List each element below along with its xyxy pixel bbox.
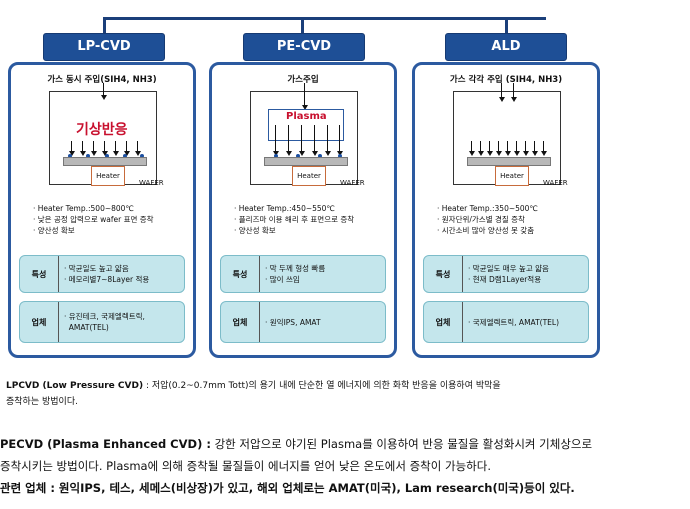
trait-item: · 현재 D램1Layer적용 [468, 275, 542, 284]
particle [123, 154, 127, 158]
tab-ald: ALD [445, 33, 567, 61]
connector-left [103, 17, 106, 34]
trait-item: · 막균일도 높고 얇음 [64, 264, 129, 273]
particle [318, 154, 322, 158]
spec-item: · 시간소비 많아 양산성 못 갖춤 [437, 226, 535, 235]
vendors-box: 업체 · 원익IPS, AMAT [220, 301, 386, 343]
connector-mid [301, 17, 304, 34]
spec-item: · 플리즈마 이용 해리 후 표면으로 증착 [234, 215, 355, 224]
heater: Heater [495, 166, 529, 186]
traits-box: 특성 · 막균일도 매우 높고 얇음 · 현재 D램1Layer적용 [423, 255, 589, 293]
chamber-label-gas-reaction: 기상반응 [76, 122, 128, 138]
spec-list: · Heater Temp.:450~550℃ · 플리즈마 이용 해리 후 표… [234, 203, 354, 236]
lpcvd-caption: LPCVD (Low Pressure CVD) : 저압(0.2~0.7mm … [6, 378, 501, 410]
spec-item: · Heater Temp.:450~550℃ [234, 204, 335, 213]
inlet-arrow [301, 83, 308, 110]
chamber-label-plasma: Plasma [286, 111, 327, 122]
vendors-heading: 업체 [221, 302, 260, 342]
spec-item: · 낮은 공정 압력으로 wafer 표면 증착 [33, 215, 154, 224]
spec-list: · Heater Temp.:350~500℃ · 원자단위/가스별 경질 증착… [437, 203, 538, 236]
vendor-item: · 국제엘렉트릭, AMAT(TEL) [468, 317, 560, 327]
particle [274, 154, 278, 158]
inlet-arrow [510, 83, 517, 102]
trait-item: · 막 두께 형성 빠름 [265, 264, 326, 273]
particle [68, 154, 72, 158]
vendor-item: · 원익IPS, AMAT [265, 317, 321, 327]
heater: Heater [91, 166, 125, 186]
particle [338, 154, 342, 158]
heater: Heater [292, 166, 326, 186]
spec-list: · Heater Temp.:500~800℃ · 낮은 공정 압력으로 waf… [33, 203, 154, 236]
plasma-box [268, 109, 344, 141]
panel-pe-cvd: 가스주입 Plasma Heater WAFER · Heater Temp.:… [209, 62, 397, 358]
particle [105, 154, 109, 158]
wafer-label: WAFER [139, 179, 164, 187]
gas-inlet-label: 가스주입 [287, 75, 319, 85]
inlet-arrow [498, 83, 505, 102]
panel-ald: 가스 각각 주입 (SIH4, NH3) Heater WAFER · Heat… [412, 62, 600, 358]
gas-inlet-label: 가스 각각 주입 (SIH4, NH3) [449, 75, 563, 85]
spec-item: · 양산성 확보 [234, 226, 276, 235]
wafer-label: WAFER [340, 179, 365, 187]
connector-right [505, 17, 508, 34]
description-text: 증착시키는 방법이다. Plasma에 의해 증착될 물질들이 에너지를 얻어 … [0, 459, 491, 473]
particle [140, 154, 144, 158]
caption-text: 증착하는 방법이다. [6, 397, 78, 407]
wafer [467, 157, 551, 166]
spec-item: · 원자단위/가스별 경질 증착 [437, 215, 525, 224]
vendors-box: 업체 · 유진테크, 국제엘렉트릭, AMAT(TEL) [19, 301, 185, 343]
related-companies: 관련 업체 : 원익IPS, 테스, 세메스(비상장)가 있고, 해외 업체로는… [0, 481, 575, 495]
vendors-heading: 업체 [20, 302, 59, 342]
pecvd-description: PECVD (Plasma Enhanced CVD) : 강한 저압으로 야기… [0, 433, 592, 499]
gas-inlet-label: 가스 동시 주입(SIH4, NH3) [47, 75, 157, 85]
wafer [63, 157, 147, 166]
traits-heading: 특성 [424, 256, 463, 292]
spec-item: · 양산성 확보 [33, 226, 75, 235]
traits-heading: 특성 [221, 256, 260, 292]
trait-item: · 메모리별7~8Layer 적용 [64, 275, 150, 284]
tab-pe-cvd: PE-CVD [243, 33, 365, 61]
trait-item: · 많이 쓰임 [265, 275, 300, 284]
wafer [264, 157, 348, 166]
panel-lp-cvd: 가스 동시 주입(SIH4, NH3) 기상반응 Heater WAFER · … [8, 62, 196, 358]
trait-item: · 막균일도 매우 높고 얇음 [468, 264, 549, 273]
traits-box: 특성 · 막균일도 높고 얇음 · 메모리별7~8Layer 적용 [19, 255, 185, 293]
traits-box: 특성 · 막 두께 형성 빠름 · 많이 쓰임 [220, 255, 386, 293]
spec-item: · Heater Temp.:500~800℃ [33, 204, 134, 213]
inlet-arrow [100, 83, 107, 100]
vendors-heading: 업체 [424, 302, 463, 342]
traits-heading: 특성 [20, 256, 59, 292]
caption-term: LPCVD (Low Pressure CVD) [6, 381, 144, 391]
description-text: 강한 저압으로 야기된 Plasma를 이용하여 반응 물질을 활성화시켜 기체… [210, 437, 593, 451]
wafer-label: WAFER [543, 179, 568, 187]
vendor-item: · 유진테크, 국제엘렉트릭, [64, 312, 145, 321]
description-term: PECVD (Plasma Enhanced CVD) : [0, 437, 211, 451]
tab-lp-cvd: LP-CVD [43, 33, 165, 61]
particle [86, 154, 90, 158]
spec-item: · Heater Temp.:350~500℃ [437, 204, 538, 213]
caption-text: : 저압(0.2~0.7mm Tott)의 용기 내에 단순한 열 에너지에 의… [143, 381, 501, 391]
particle [296, 154, 300, 158]
vendors-box: 업체 · 국제엘렉트릭, AMAT(TEL) [423, 301, 589, 343]
vendor-item: AMAT(TEL) [64, 323, 109, 332]
connector-top [103, 17, 546, 20]
